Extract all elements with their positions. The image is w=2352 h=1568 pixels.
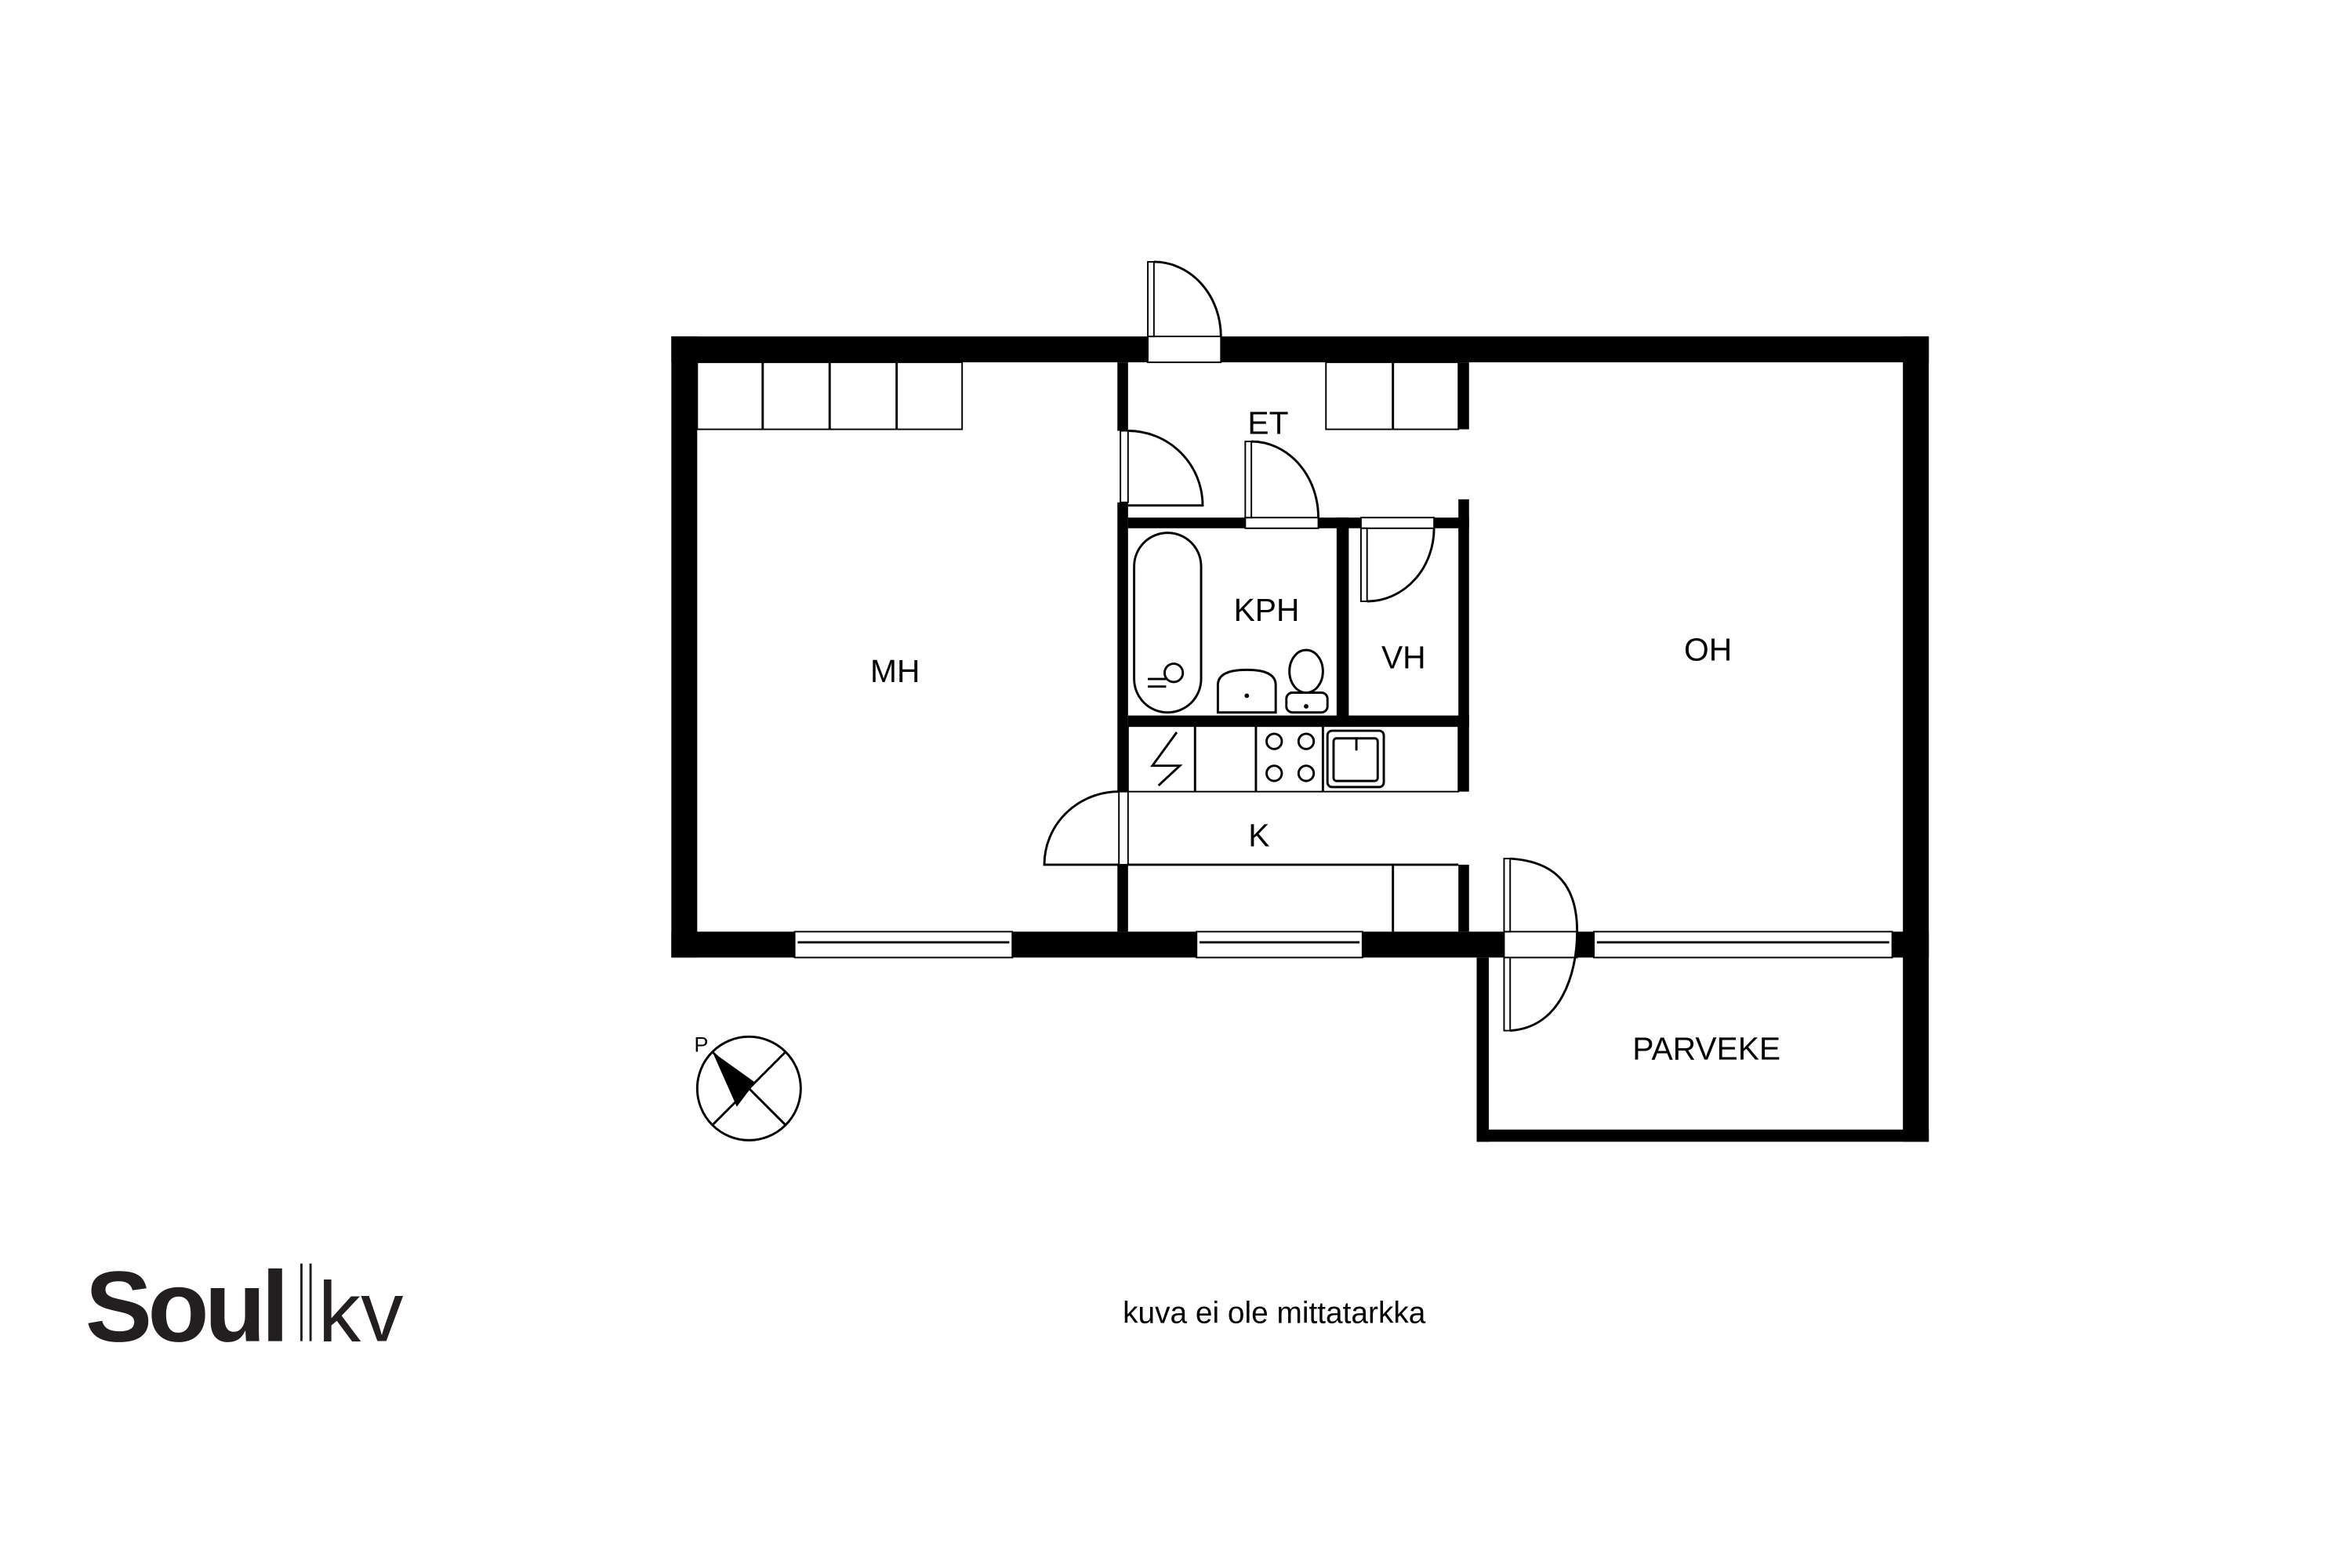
soul-kv-logo: Soul kv <box>85 1251 404 1363</box>
room-label-oh: OH <box>1684 632 1732 668</box>
toilet-icon <box>1285 648 1329 714</box>
bedroom-door[interactable] <box>1043 790 1129 866</box>
bathtub-icon <box>1133 532 1203 714</box>
bathroom-door[interactable] <box>1244 440 1320 529</box>
room-label-mh: MH <box>870 653 920 689</box>
room-label-et: ET <box>1247 405 1288 441</box>
room-label-parveke: PARVEKE <box>1632 1030 1780 1066</box>
compass-north-label: P <box>694 1033 708 1057</box>
disclaimer-caption: kuva ei ole mittatarkka <box>1123 1296 1426 1330</box>
closet-door[interactable] <box>1120 430 1204 507</box>
windows <box>793 931 1893 959</box>
kitchen-sink-icon <box>1326 729 1385 789</box>
wardrobe-room-door[interactable] <box>1359 517 1436 603</box>
kitchen-counter <box>1127 725 1460 793</box>
washbasin-icon <box>1216 668 1277 714</box>
logo-text-bold: Soul <box>85 1251 285 1363</box>
entrance-door[interactable] <box>1147 260 1222 364</box>
stove-icon <box>1265 732 1316 782</box>
balcony-door[interactable] <box>1503 857 1579 1033</box>
room-label-vh: VH <box>1381 639 1426 675</box>
logo-text-light: kv <box>318 1265 404 1360</box>
wardrobes <box>696 361 1460 932</box>
compass-icon: P <box>694 1033 802 1142</box>
room-label-k: K <box>1248 818 1269 854</box>
room-label-kph: KPH <box>1234 592 1300 628</box>
electric-icon <box>1150 731 1183 787</box>
